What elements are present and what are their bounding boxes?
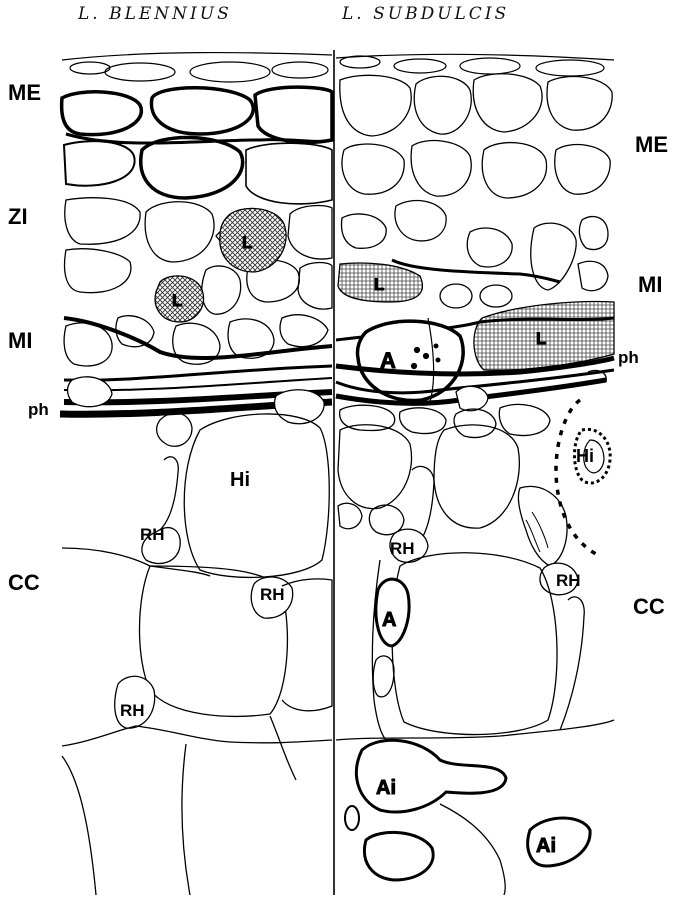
- left-lipid-label-2: L: [172, 291, 182, 310]
- left-rh-label-3: RH: [120, 701, 145, 720]
- left-zone-label-ph: ph: [28, 400, 49, 420]
- left-rh-label-2: RH: [260, 585, 285, 604]
- right-zone-label-ph: ph: [618, 348, 639, 368]
- left-half-section: L L: [60, 53, 332, 895]
- left-rh-label-1: RH: [140, 525, 165, 544]
- left-zone-label-cc: CC: [8, 570, 40, 596]
- right-ascus-initial-label-1: Ai: [376, 777, 396, 799]
- left-zone-label-zi: ZI: [8, 204, 28, 230]
- right-half-section: L L A: [336, 54, 614, 895]
- right-ascus-initial-label-2: Ai: [536, 835, 556, 857]
- right-lipid-label-2: L: [536, 329, 546, 348]
- right-rh-label-1: RH: [390, 539, 415, 558]
- left-lipid-label-1: L: [242, 233, 252, 252]
- right-zone-label-mi: MI: [638, 272, 662, 298]
- left-hyphal-inflation-label: Hi: [230, 469, 250, 491]
- right-rh-label-2: RH: [556, 571, 581, 590]
- right-zone-label-me: ME: [635, 132, 668, 158]
- left-species-title: L. BLENNIUS: [78, 4, 232, 24]
- left-zone-label-me: ME: [8, 80, 41, 106]
- right-lipid-label-1: L: [374, 275, 384, 294]
- left-zone-label-mi: MI: [8, 328, 32, 354]
- right-zone-label-cc: CC: [633, 594, 665, 620]
- right-species-title: L. SUBDULCIS: [342, 4, 509, 24]
- right-ascus-label-2: A: [382, 609, 396, 631]
- right-hyphal-inflation-label: Hi: [576, 446, 594, 466]
